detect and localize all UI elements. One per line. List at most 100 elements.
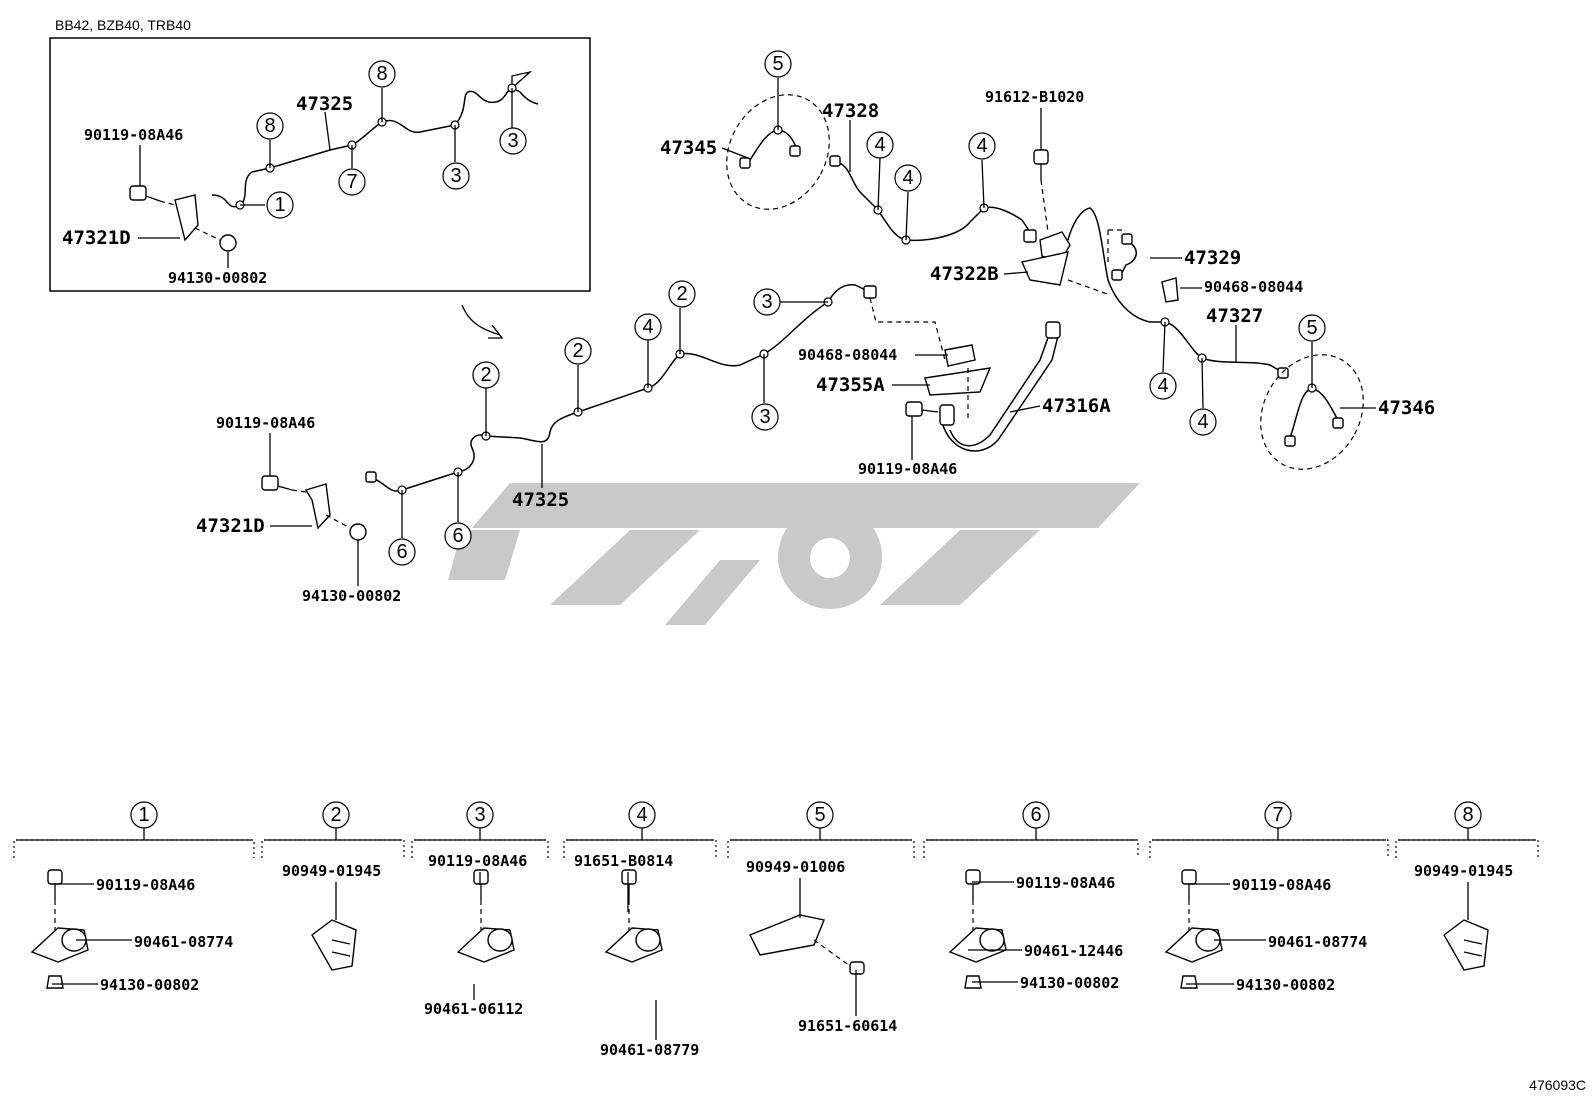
legend-marker-2: 2 [322, 801, 350, 829]
label-91612: 91612-B1020 [985, 88, 1084, 106]
svg-text:4: 4 [976, 135, 987, 157]
bolt-center [905, 401, 923, 417]
inset-panel: BB42, BZB40, TRB40 8 8 7 1 3 3 90119-08A… [49, 17, 591, 292]
legend-part-number: 90461-08779 [600, 1041, 699, 1059]
legend-marker-3: 3 [466, 801, 494, 829]
svg-text:2: 2 [480, 364, 491, 386]
inset-clamp [174, 194, 199, 242]
inset-arrow [461, 304, 501, 336]
svg-text:3: 3 [759, 406, 770, 428]
svg-text:6: 6 [396, 541, 407, 563]
backing-plate-left [726, 94, 830, 210]
svg-text:8: 8 [264, 115, 275, 137]
inset-label-nut: 94130-00802 [168, 269, 267, 287]
marker-2a: 2 [668, 280, 696, 308]
marker-6a: 6 [388, 538, 416, 566]
marker-5a: 5 [764, 50, 792, 78]
label-47327: 47327 [1206, 305, 1263, 327]
svg-text:1: 1 [274, 194, 285, 216]
legend-part-number: 91651-B0814 [574, 852, 673, 870]
clip-90468-right [1161, 277, 1179, 303]
inset-frame [49, 37, 591, 292]
inset-marker-8b: 8 [368, 60, 396, 88]
legend-marker-7: 7 [1264, 801, 1292, 829]
marker-2c: 2 [472, 361, 500, 389]
legend-part-number: 94130-00802 [1236, 976, 1335, 994]
legend-bracket [923, 839, 1139, 858]
legend-number: 4 [636, 804, 647, 826]
inset-marker-7: 7 [338, 168, 366, 196]
label-90119-left: 90119-08A46 [216, 414, 315, 432]
legend-part-number: 90119-08A46 [1232, 876, 1331, 894]
legend-marker-4: 4 [628, 801, 656, 829]
legend-group-4: 4 91651-B0814 90461-08779 [563, 801, 717, 1059]
legend-part-number: 90949-01945 [282, 862, 381, 880]
marker-4b: 4 [894, 164, 922, 192]
label-47322B: 47322B [930, 263, 999, 285]
svg-text:4: 4 [1197, 411, 1208, 433]
nut [349, 523, 367, 541]
backing-plate-right [1260, 354, 1364, 470]
svg-text:2: 2 [572, 340, 583, 362]
bolt [261, 475, 279, 491]
model-caption: BB42, BZB40, TRB40 [55, 17, 191, 33]
bracket-47322B [1021, 251, 1069, 286]
legend-number: 2 [330, 804, 341, 826]
svg-text:4: 4 [642, 316, 653, 338]
inset-bleeder [511, 70, 533, 90]
legend-part-number: 90949-01945 [1414, 862, 1513, 880]
legend-marker-6: 6 [1022, 801, 1050, 829]
marker-2b: 2 [564, 337, 592, 365]
label-47345: 47345 [660, 137, 717, 159]
legend-part-number: 94130-00802 [1020, 974, 1119, 992]
legend-marker-8: 8 [1454, 801, 1482, 829]
label-47355A: 47355A [816, 374, 885, 396]
legend-panel: 1 90119-08A46 90461-08774 94130-00802 2 90949… [13, 801, 1539, 1059]
label-90468-center: 90468-08044 [798, 346, 897, 364]
legend-part-glyphs [30, 869, 89, 989]
legend-bracket [261, 839, 405, 858]
legend-number: 5 [814, 804, 825, 826]
legend-number: 7 [1272, 804, 1283, 826]
legend-part-number: 91651-60614 [798, 1017, 897, 1035]
tube-47328 [835, 161, 1031, 242]
legend-bracket [1149, 839, 1389, 858]
label-47316A: 47316A [1042, 395, 1111, 417]
legend-part-number: 90461-08774 [134, 933, 233, 951]
svg-text:7: 7 [346, 171, 357, 193]
clip-90468 [944, 344, 976, 367]
marker-3b: 3 [751, 403, 779, 431]
inset-nut [219, 234, 237, 252]
legend-part-glyphs [456, 869, 515, 963]
legend-number: 1 [138, 804, 149, 826]
legend-bracket [13, 839, 255, 858]
legend-part-number: 90461-12446 [1024, 942, 1123, 960]
tube-47327 [1164, 321, 1283, 373]
marker-4c: 4 [968, 132, 996, 160]
legend-number: 3 [474, 804, 485, 826]
label-90468-right: 90468-08044 [1204, 278, 1303, 296]
marker-4e: 4 [1189, 408, 1217, 436]
label-47321D: 47321D [196, 515, 265, 537]
legend-number: 6 [1030, 804, 1041, 826]
svg-text:3: 3 [761, 291, 772, 313]
svg-text:5: 5 [1306, 317, 1317, 339]
legend-part-number: 94130-00802 [100, 976, 199, 994]
inset-bolt [129, 185, 147, 201]
svg-text:4: 4 [1157, 375, 1168, 397]
bolt-91612 [1033, 149, 1049, 165]
svg-text:8: 8 [376, 63, 387, 85]
svg-text:5: 5 [772, 53, 783, 75]
legend-bracket [1395, 839, 1539, 858]
label-47328: 47328 [822, 100, 879, 122]
marker-4a: 4 [866, 131, 894, 159]
marker-6b: 6 [444, 522, 472, 550]
label-94130: 94130-00802 [302, 587, 401, 605]
inset-label-clamp: 47321D [62, 227, 131, 249]
legend-group-8: 8 90949-01945 [1395, 801, 1539, 971]
svg-text:4: 4 [902, 167, 913, 189]
clamp-47321D [304, 483, 331, 530]
label-90119-center: 90119-08A46 [858, 460, 957, 478]
